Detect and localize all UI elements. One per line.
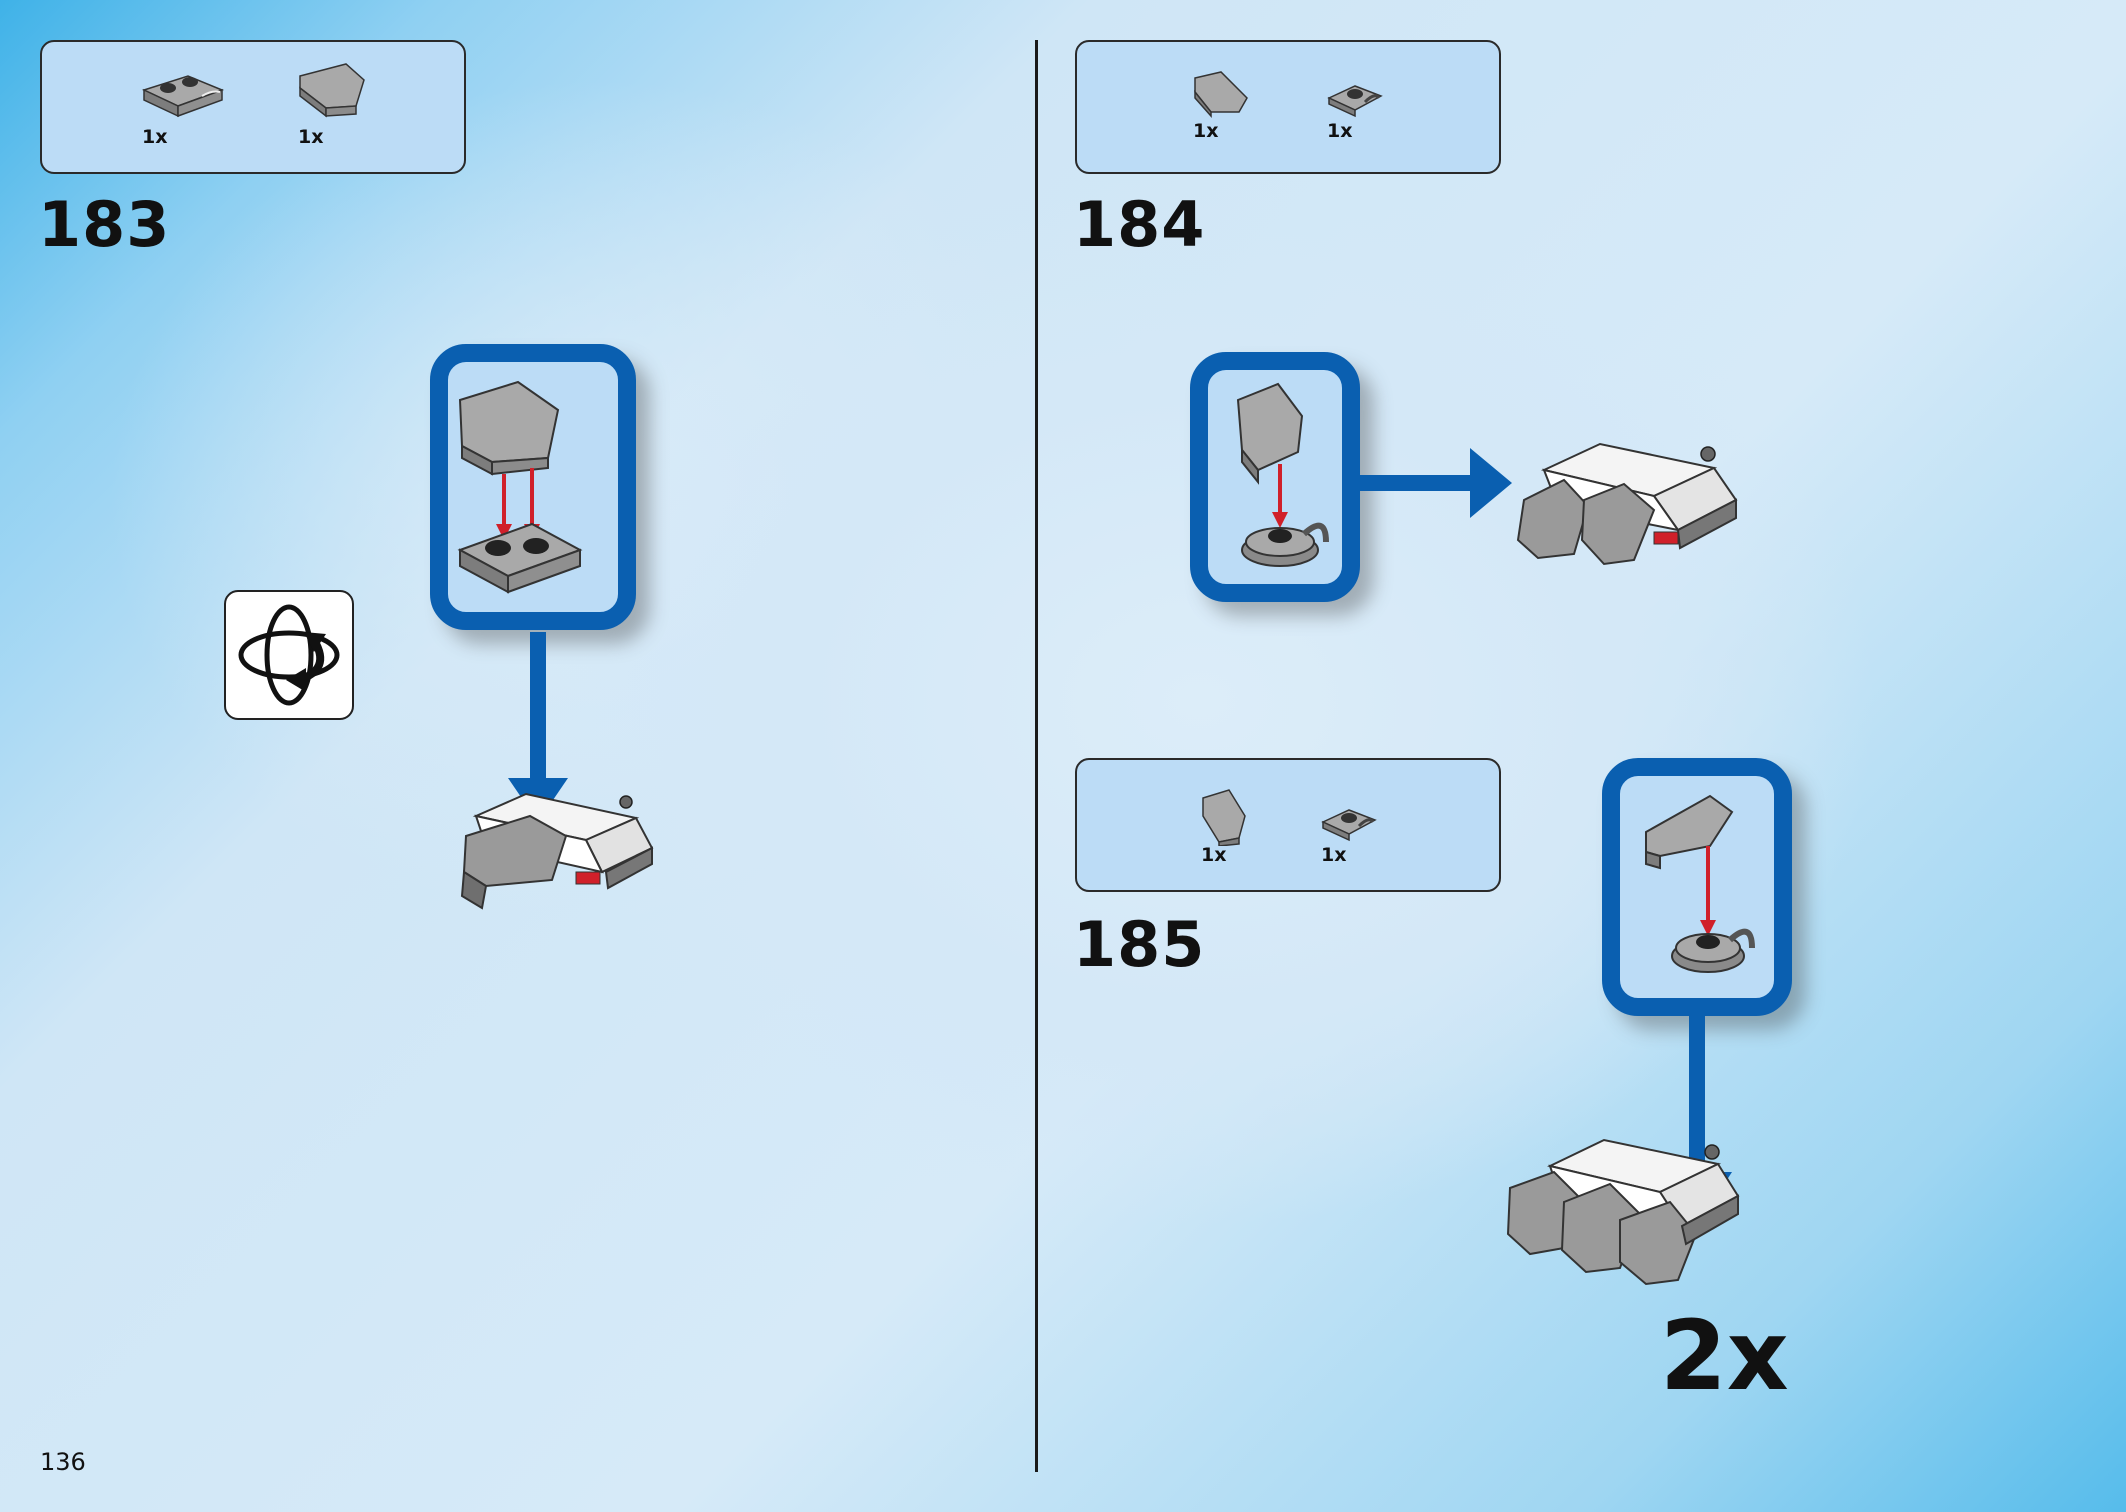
part-qty: 1x: [1201, 844, 1227, 866]
parts-box-184: 1x 1x: [1075, 40, 1501, 174]
model-assembly-185: [1506, 1138, 1740, 1286]
model-assembly-184: [1516, 442, 1738, 566]
sub-assembly-frame-185: [1602, 758, 1792, 1016]
part-qty: 1x: [1327, 120, 1353, 142]
part-qty: 1x: [298, 126, 324, 148]
rotate-model-box: [224, 590, 354, 720]
rotate-model-icon: [238, 604, 340, 706]
wedge-plate-icon: [1191, 68, 1251, 118]
plate-1x2-rail-icon: [457, 522, 583, 594]
plate-1x2-rail-icon: [140, 68, 226, 118]
model-assembly-183: [460, 792, 654, 910]
sub-assembly-frame-183: [430, 344, 636, 630]
assembly-arrow-red: [1700, 846, 1716, 936]
wedge-plate-icon: [1236, 382, 1304, 485]
plate-1x1-clip-icon: [1671, 928, 1755, 973]
wedge-plate-icon: [296, 60, 368, 120]
parts-box-185: 1x 1x: [1075, 758, 1501, 892]
page-number: 136: [40, 1448, 86, 1476]
part-qty: 1x: [142, 126, 168, 148]
wedge-plate-icon: [1645, 794, 1734, 870]
plate-1x1-clip-icon: [1325, 78, 1385, 118]
parts-box-183: 1x 1x: [40, 40, 466, 174]
step-arrow-right-184: [1342, 448, 1512, 518]
wedge-plate-icon: [1199, 786, 1249, 846]
sub-assembly-frame-184: [1190, 352, 1360, 602]
page-divider: [1035, 40, 1038, 1472]
plate-1x1-clip-icon: [1241, 522, 1329, 567]
step-number-184: 184: [1073, 188, 1206, 261]
step-number-185: 185: [1073, 908, 1206, 981]
plate-1x1-clip-icon: [1319, 802, 1379, 842]
part-qty: 1x: [1193, 120, 1219, 142]
part-qty: 1x: [1321, 844, 1347, 866]
wedge-plate-icon: [458, 380, 560, 476]
step-number-183: 183: [38, 188, 171, 261]
multiplier-185: 2x: [1660, 1300, 1789, 1412]
assembly-arrow-red: [1272, 464, 1288, 528]
